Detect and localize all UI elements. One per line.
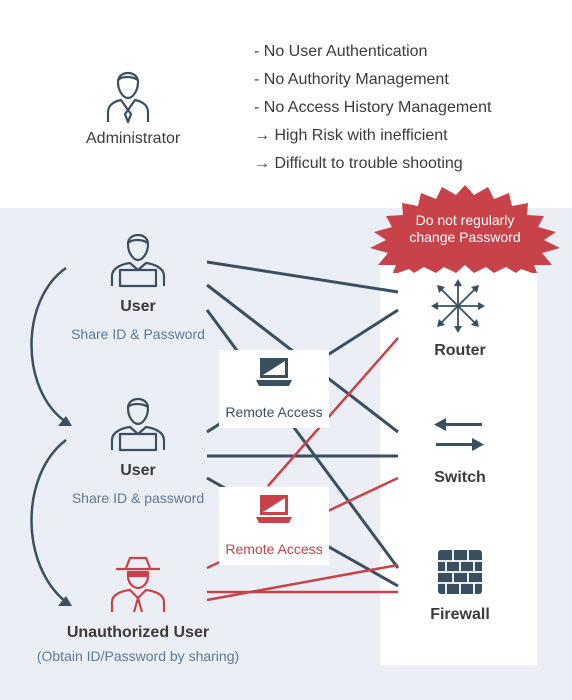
warning-badge-icon (370, 185, 560, 273)
note-item: → High Risk with inefficient (254, 127, 448, 144)
administrator-label: Administrator (86, 130, 181, 147)
flow-arrow-2 (30, 439, 67, 603)
badge-line-2: change Password (409, 229, 521, 245)
laptop-icon (256, 358, 292, 386)
badge-text: Do not regularly change Password (395, 212, 535, 246)
unauthorized-user-label: Unauthorized User (66, 624, 210, 641)
unauthorized-user-sub: (Obtain ID/Password by sharing) (36, 648, 240, 664)
firewall-label: Firewall (430, 606, 490, 623)
remote-access-label-2: Remote Access (225, 541, 323, 557)
issue-notes: - No User Authentication - No Authority … (254, 42, 491, 182)
note-item: - No User Authentication (254, 43, 428, 60)
line-user1-router (206, 260, 399, 294)
user-1-label: User (120, 298, 156, 315)
laptop-icon (256, 495, 292, 523)
user-icon (110, 397, 166, 452)
note-item: - No Authority Management (254, 71, 449, 88)
spy-user-icon (110, 556, 166, 613)
note-item: - No Access History Management (254, 99, 492, 116)
remote-access-box-2: Remote Access (219, 487, 329, 565)
router-icon (431, 279, 485, 333)
user-2-label: User (120, 462, 156, 479)
top-section (0, 0, 572, 208)
remote-access-box-1: Remote Access (219, 350, 329, 428)
switch-icon (434, 418, 484, 451)
line-unauth-router (267, 337, 399, 487)
line-unauth-upper (206, 563, 399, 602)
firewall-icon (438, 550, 482, 594)
administrator-icon (106, 71, 150, 124)
user-2-sub: Share ID & password (71, 490, 205, 506)
router-label: Router (434, 342, 486, 359)
badge-line-1: Do not regularly (415, 212, 515, 228)
switch-label: Switch (434, 469, 486, 486)
user-1-sub: Share ID & Password (71, 326, 205, 342)
flow-arrowhead-2 (58, 596, 72, 606)
note-item: → Difficult to trouble shooting (254, 155, 463, 172)
flow-arrow-1 (30, 266, 67, 424)
user-icon (110, 233, 166, 288)
flow-arrowhead-1 (58, 416, 72, 426)
remote-access-label-1: Remote Access (225, 404, 323, 420)
